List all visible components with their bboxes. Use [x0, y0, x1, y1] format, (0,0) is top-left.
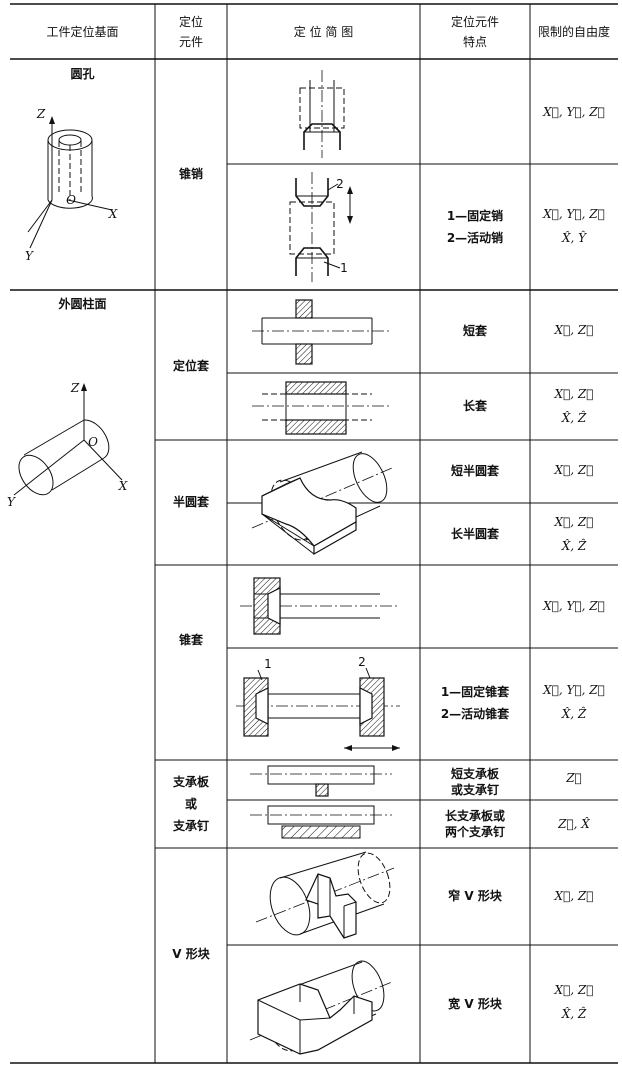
feature-row3: 短套 [462, 324, 487, 338]
narrow-v-block-drawing [255, 851, 395, 939]
dof-row4-line1: X⃗, Z⃗ [554, 387, 594, 401]
dof-row12-line1: X⃗, Z⃗ [554, 983, 594, 997]
dof-row8-line1: X⃗, Y⃗, Z⃗ [543, 683, 605, 697]
cone-sleeve-pair-drawing [236, 667, 400, 751]
short-sleeve-drawing [252, 299, 392, 365]
dof-row4-line2: X̂, Ẑ [561, 411, 587, 425]
long-support-plate-drawing [250, 805, 392, 839]
base-outer-cylinder: 外圆柱面 [58, 297, 107, 311]
header-diagram: 定 位 简 图 [293, 25, 354, 39]
dof-row11: X⃗, Z⃗ [554, 889, 594, 903]
wide-v-block-drawing [249, 960, 393, 1055]
hole-axis-o-label: O [66, 193, 76, 207]
element-half-round-sleeve: 半圆套 [172, 495, 209, 509]
element-support-line2: 或 [184, 797, 197, 811]
feature-row10-line1: 长支承板或 [444, 809, 505, 823]
cone-pin-pair-drawing [289, 172, 353, 282]
dof-row2-line1: X⃗, Y⃗, Z⃗ [543, 207, 605, 221]
outer-cylinder-drawing [13, 383, 123, 496]
header-base: 工件定位基面 [46, 25, 119, 39]
hole-cylinder-drawing [27, 116, 113, 249]
cyl-axis-o-label: O [88, 435, 98, 449]
element-locating-sleeve: 定位套 [172, 359, 209, 373]
cone-pin-short-drawing [299, 70, 345, 158]
hole-axis-z-label: Z [36, 107, 46, 121]
long-sleeve-drawing [252, 381, 392, 435]
feature-row11: 窄 V 形块 [448, 889, 502, 903]
feature-row10-line2: 两个支承钉 [444, 825, 505, 839]
dof-row12-line2: X̂, Ẑ [561, 1007, 587, 1021]
element-support-line3: 支承钉 [172, 819, 209, 833]
cone-sleeve-label-2: 2 [358, 655, 366, 669]
dof-row8-line2: X̂, Ẑ [561, 707, 587, 721]
dof-row5: X⃗, Z⃗ [554, 463, 594, 477]
short-support-plate-drawing [250, 765, 392, 797]
cyl-axis-x-label: X [118, 479, 128, 493]
feature-row9-line2: 或支承钉 [450, 783, 499, 797]
base-round-hole: 圆孔 [70, 67, 95, 81]
feature-row5: 短半圆套 [450, 464, 499, 478]
header-feature-line1: 定位元件 [450, 15, 499, 29]
hole-axis-y-label: Y [25, 249, 33, 263]
element-cone-sleeve: 锥套 [178, 633, 203, 647]
header-feature-line2: 特点 [462, 35, 487, 49]
feature-row12: 宽 V 形块 [448, 997, 502, 1011]
cyl-axis-y-label: Y [7, 495, 15, 509]
dof-row1: X⃗, Y⃗, Z⃗ [543, 105, 605, 119]
dof-row9: Z⃗ [566, 771, 582, 785]
element-v-block: V 形块 [172, 947, 210, 961]
feature-row6: 长半圆套 [450, 527, 499, 541]
cone-sleeve-label-1: 1 [264, 657, 272, 671]
cone-pin-label-1: 1 [340, 261, 348, 275]
dof-row10: Z⃗, X̂ [558, 817, 590, 831]
header-element-line1: 定位 [178, 15, 203, 29]
feature-row8-line1: 1—固定锥套 [440, 685, 510, 699]
feature-row9-line1: 短支承板 [450, 767, 499, 781]
dof-row6-line2: X̂, Ẑ [561, 539, 587, 553]
feature-row2-line1: 1—固定销 [446, 209, 504, 223]
header-element-line2: 元件 [178, 35, 203, 49]
header-dof: 限制的自由度 [537, 25, 610, 39]
feature-row2-line2: 2—活动销 [446, 231, 504, 245]
half-round-sleeve-drawing [251, 451, 393, 556]
feature-row4: 长套 [462, 399, 487, 413]
cone-sleeve-short-drawing [240, 577, 400, 635]
hole-axis-x-label: X [108, 207, 118, 221]
dof-row6-line1: X⃗, Z⃗ [554, 515, 594, 529]
dof-row2-line2: X̂, Ŷ [561, 231, 587, 245]
feature-row8-line2: 2—活动锥套 [440, 707, 510, 721]
cyl-axis-z-label: Z [70, 381, 80, 395]
cone-pin-label-2: 2 [336, 177, 344, 191]
dof-row7: X⃗, Y⃗, Z⃗ [543, 599, 605, 613]
dof-row3: X⃗, Z⃗ [554, 323, 594, 337]
element-support-line1: 支承板 [172, 775, 209, 789]
element-cone-pin: 锥销 [178, 167, 203, 181]
